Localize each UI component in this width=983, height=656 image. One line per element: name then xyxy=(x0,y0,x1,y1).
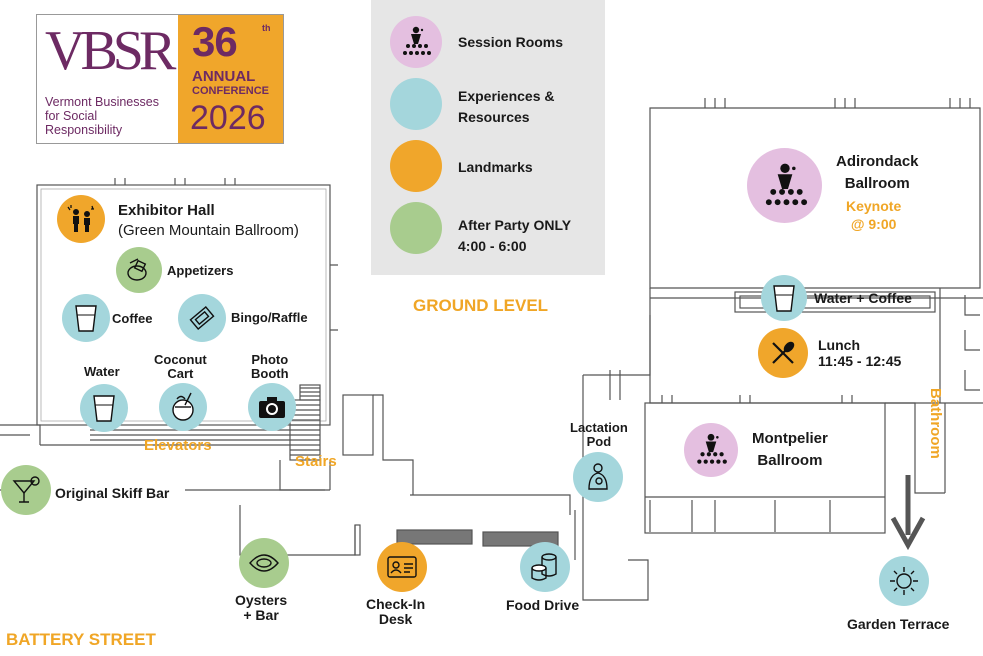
map-legend: Session Rooms Experiences &Resources Lan… xyxy=(371,0,605,275)
exhibitor-hall-marker xyxy=(57,195,105,243)
exhibitor-hall-sublabel: (Green Mountain Ballroom) xyxy=(118,222,299,239)
garden-terrace-label: Garden Terrace xyxy=(847,616,950,632)
sun-icon xyxy=(890,567,918,595)
oysters-bar-label: Oysters+ Bar xyxy=(235,592,288,623)
coffee-marker xyxy=(62,294,110,342)
water-glass-icon xyxy=(93,395,115,422)
appetizers-label: Appetizers xyxy=(167,263,234,278)
legend-landmark-label: Landmarks xyxy=(458,159,533,175)
garden-terrace-arrow xyxy=(890,475,926,551)
photo-booth-marker xyxy=(248,383,296,431)
garden-terrace-marker xyxy=(879,556,929,606)
coffee-label: Coffee xyxy=(112,311,153,326)
bingo-raffle-label: Bingo/Raffle xyxy=(231,310,308,325)
food-drive-label: Food Drive xyxy=(506,597,580,613)
legend-experience-label: Experiences &Resources xyxy=(458,88,555,125)
raffle-ticket-icon xyxy=(189,305,215,331)
lactation-pod-marker xyxy=(573,452,623,502)
adirondack-ballroom-marker xyxy=(747,148,822,223)
food-drive-marker xyxy=(520,542,570,592)
stairs-label: Stairs xyxy=(295,453,337,470)
water-coffee-marker xyxy=(761,275,807,321)
legend-session-swatch xyxy=(390,16,442,68)
water-coffee-label: Water + Coffee xyxy=(814,290,912,306)
speaker-audience-icon xyxy=(697,433,727,464)
legend-experience-swatch xyxy=(390,78,442,130)
appetizer-plate-icon xyxy=(127,258,147,281)
ground-level-label: GROUND LEVEL xyxy=(413,296,549,315)
legend-landmark-swatch xyxy=(390,140,442,192)
celebrating-people-icon xyxy=(67,205,94,232)
oyster-icon xyxy=(249,554,279,572)
brand-wordmark: VBSR xyxy=(45,20,176,82)
legend-session-label: Session Rooms xyxy=(458,34,564,50)
exhibitor-hall-label: Exhibitor Hall xyxy=(118,202,215,219)
skiff-bar-marker xyxy=(1,465,51,515)
appetizers-marker xyxy=(116,247,162,293)
skiff-bar-label: Original Skiff Bar xyxy=(55,485,170,501)
cocktail-icon xyxy=(12,476,40,503)
edition-suffix: th xyxy=(262,23,271,33)
speaker-audience-icon xyxy=(765,163,807,205)
water-label: Water xyxy=(84,364,120,379)
speaker-audience-icon xyxy=(403,26,431,55)
legend-after-party-swatch xyxy=(390,202,442,254)
coconut-cart-marker xyxy=(159,383,207,431)
bingo-raffle-marker xyxy=(178,294,226,342)
bathroom-label: Bathroom xyxy=(927,388,944,459)
keynote-label: Keynote@ 9:00 xyxy=(846,198,902,232)
conference-year: 2026 xyxy=(190,99,266,137)
id-card-icon xyxy=(387,556,417,578)
nursing-mother-icon xyxy=(588,463,608,490)
cup-icon xyxy=(773,285,795,312)
annual-label: ANNUAL xyxy=(192,68,256,85)
montpelier-ballroom-marker xyxy=(684,423,738,477)
check-in-marker xyxy=(377,542,427,592)
water-marker xyxy=(80,384,128,432)
lunch-marker xyxy=(758,328,808,378)
elevators-label: Elevators xyxy=(144,437,212,454)
conference-label: CONFERENCE xyxy=(192,85,270,97)
battery-street-label: BATTERY STREET xyxy=(6,630,156,649)
oysters-bar-marker xyxy=(239,538,289,588)
org-name: Vermont Businesses for Social Responsibi… xyxy=(45,95,159,137)
cup-icon xyxy=(75,305,97,332)
edition-number: 36 xyxy=(192,18,238,65)
camera-icon xyxy=(259,397,285,418)
fork-spoon-icon xyxy=(772,341,795,364)
coconut-drink-icon xyxy=(172,392,194,421)
conference-logo: VBSR Vermont Businesses for Social Respo… xyxy=(36,14,284,144)
cans-icon xyxy=(531,553,557,581)
